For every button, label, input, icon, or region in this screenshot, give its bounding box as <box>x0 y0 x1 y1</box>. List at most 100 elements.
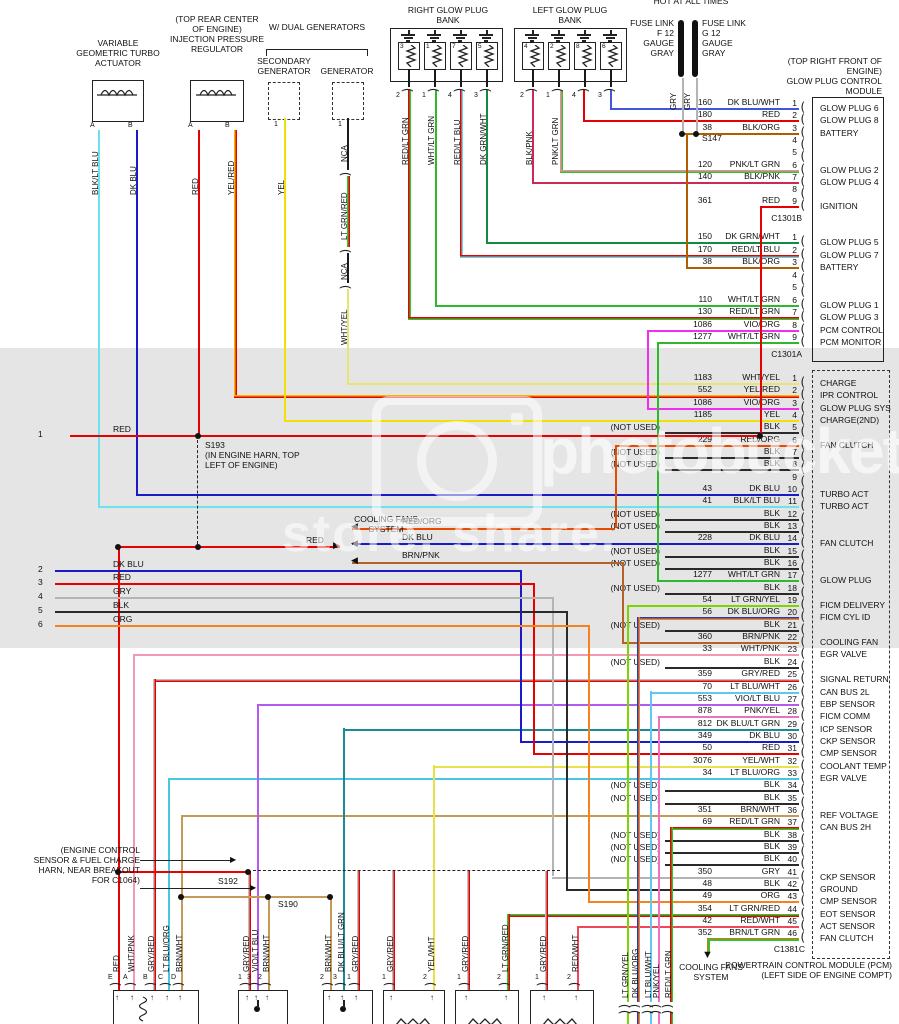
wire-number: 54 <box>702 594 712 604</box>
wire-segment <box>347 253 349 283</box>
wire-entry-arrow-icon: ↑ <box>464 993 468 1002</box>
connector-arc: ( <box>567 980 582 988</box>
s193-note: (IN ENGINE HARN, TOP LEFT OF ENGINE) <box>205 450 300 470</box>
wire-segment <box>647 330 799 332</box>
wire-segment <box>408 69 410 87</box>
connector-arc: ( <box>799 112 807 126</box>
wire-segment <box>622 642 799 644</box>
wire-number: 170 <box>697 244 712 254</box>
stub-number: 2 <box>38 564 43 574</box>
wire-color-label: WHT/LT GRN <box>427 115 436 165</box>
wire-entry-arrow-icon: ↑ <box>542 993 546 1002</box>
wire-segment <box>665 457 799 459</box>
module-pin-label: IGNITION <box>820 201 858 211</box>
pin-number: 28 <box>787 706 797 716</box>
pin-number: 1 <box>422 92 426 99</box>
pin-number: 6 <box>792 435 797 445</box>
splice-dot <box>757 433 763 439</box>
connector-arc: ( <box>799 437 807 451</box>
pin-number: 14 <box>787 533 797 543</box>
ground-icon <box>603 34 617 36</box>
not-used-label: (NOT USED) <box>610 830 660 840</box>
wire-segment <box>610 108 799 110</box>
ground-icon <box>455 37 465 39</box>
splice-dot <box>327 894 333 900</box>
harness-note: (ENGINE CONTROL SENSOR & FUEL CHARGE HAR… <box>33 845 140 885</box>
connector-arc: ( <box>799 770 807 784</box>
ground-icon <box>577 34 591 36</box>
wire-segment <box>665 593 799 595</box>
connector-arc: ( <box>799 186 807 200</box>
connector-arc: ( <box>799 449 807 463</box>
pin-number: 4 <box>792 410 797 420</box>
ground-stem <box>408 30 410 34</box>
pin-number: 25 <box>787 669 797 679</box>
wire-segment <box>657 342 799 344</box>
pin-number: 45 <box>787 916 797 926</box>
splice-s190-label: S190 <box>278 899 298 909</box>
pin-number: 8 <box>792 459 797 469</box>
wire-color-label: PNK/LT GRN <box>551 117 560 165</box>
wire-segment <box>552 877 799 879</box>
wire-color-label: GRY/RED <box>461 935 470 972</box>
connector-arc: ( <box>550 86 565 94</box>
stub-number: 1 <box>38 429 43 439</box>
wire-segment <box>610 90 612 108</box>
connector-arc: ( <box>799 334 807 348</box>
module-pin-label: GLOW PLUG 2 <box>820 165 879 175</box>
vgt-actuator-box <box>92 80 144 122</box>
wire-segment <box>136 494 799 496</box>
wire-color-label: WHT/PNK <box>740 643 780 653</box>
cooling-fans-system-label-2: COOLING FANS SYSTEM <box>679 962 743 982</box>
connector-arc: ( <box>799 696 807 710</box>
wire-color-label: BRN/LT GRN <box>729 927 780 937</box>
connector-arc: ( <box>799 671 807 685</box>
ground-stem <box>584 30 586 34</box>
wire-number: 1185 <box>693 409 712 419</box>
connector-arc: ( <box>799 486 807 500</box>
pin-number: 46 <box>787 928 797 938</box>
pin-number: 43 <box>787 891 797 901</box>
left-glow-bank-box <box>514 28 627 82</box>
wire-segment <box>577 926 799 928</box>
glow-plug-element-icon <box>483 44 495 72</box>
wire-number: 42 <box>702 915 712 925</box>
wire-color-label: BLK <box>763 545 780 555</box>
wire-color-label: BRN/PNK <box>742 631 780 641</box>
wire-segment <box>532 69 534 87</box>
module-pin-label: ICP SENSOR <box>820 724 873 734</box>
dual-generators-bracket <box>266 49 368 56</box>
not-used-label: (NOT USED) <box>610 657 660 667</box>
wire-entry-arrow-icon: ↑ <box>115 993 119 1002</box>
wire-segment <box>153 679 799 682</box>
pcm-name: POWERTRAIN CONTROL MODULE (PCM) <box>725 960 892 970</box>
wire-segment <box>435 90 437 305</box>
wire-segment <box>760 206 799 208</box>
wire-segment <box>665 531 799 533</box>
pin-number: 5 <box>792 282 797 292</box>
wire-entry-arrow-icon: ↑ <box>165 993 169 1002</box>
not-used-label: (NOT USED) <box>610 546 660 556</box>
wire-segment <box>343 1000 345 1008</box>
wire-segment <box>665 630 799 632</box>
ground-stem <box>558 30 560 34</box>
wire-color-label: RED <box>762 109 780 119</box>
connector-arc: ( <box>799 869 807 883</box>
wire-color-label: RED <box>113 572 131 582</box>
module-pin-label: BATTERY <box>820 262 859 272</box>
module-pin-label: EGR VALVE <box>820 773 867 783</box>
ground-icon <box>458 40 462 42</box>
wire-segment <box>198 130 200 435</box>
wire-entry-arrow-icon: ↑ <box>327 993 331 1002</box>
wire-color-label: DK BLU/LT GRN <box>337 912 346 972</box>
wire-entry-arrow-icon: ↑ <box>504 993 508 1002</box>
pin-letter: E <box>108 974 113 981</box>
wire-segment <box>460 255 799 258</box>
wire-entry-arrow-icon: ↑ <box>430 993 434 1002</box>
pin-number: 29 <box>787 719 797 729</box>
pin-number: 16 <box>787 558 797 568</box>
splice-s193-label: S193 (IN ENGINE HARN, TOP LEFT OF ENGINE… <box>205 440 315 470</box>
connector-arc: ( <box>400 86 415 94</box>
connector-c1301a-label: C1301A <box>771 349 802 359</box>
